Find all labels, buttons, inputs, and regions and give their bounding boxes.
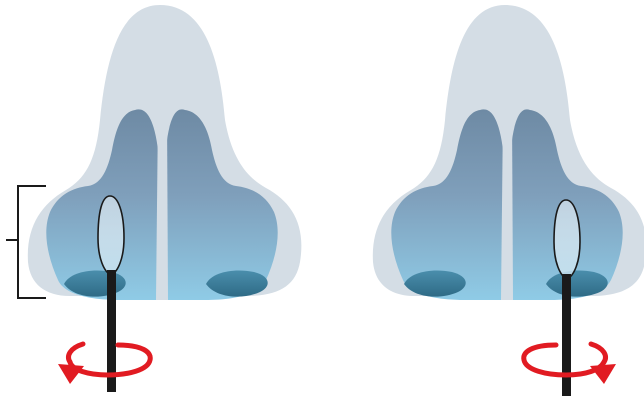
nasal-septum: [156, 109, 168, 300]
swab-tip: [98, 196, 124, 275]
nasal-septum: [501, 109, 513, 300]
swab-tip: [554, 200, 580, 279]
left-nose: [6, 5, 301, 392]
right-nose: [373, 5, 644, 396]
swab-stick: [562, 274, 571, 396]
rotation-arrow-icon: [58, 344, 150, 384]
